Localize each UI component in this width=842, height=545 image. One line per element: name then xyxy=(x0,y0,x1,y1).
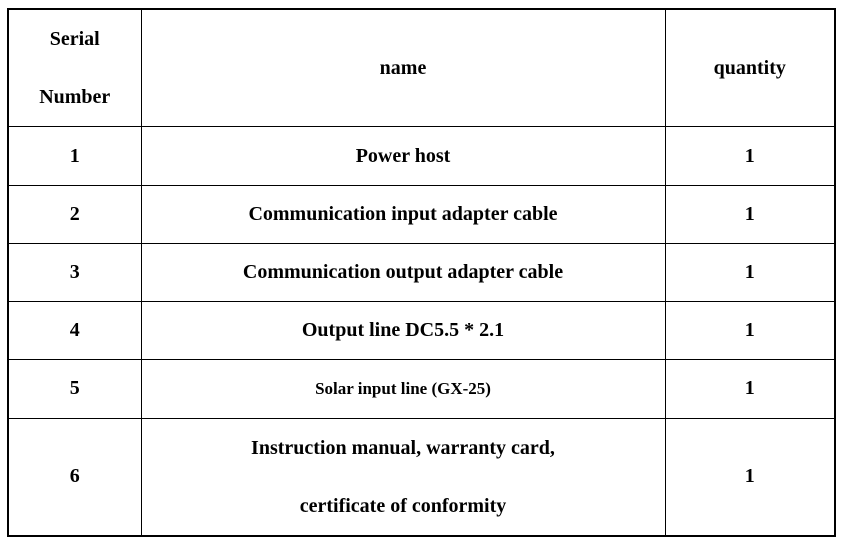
cell-quantity: 1 xyxy=(664,359,836,419)
cell-quantity: 1 xyxy=(664,126,836,186)
cell-name-line1: Instruction manual, warranty card, xyxy=(251,436,555,459)
cell-serial: 5 xyxy=(7,359,142,419)
cell-name: Output line DC5.5 * 2.1 xyxy=(140,301,666,361)
cell-serial: 1 xyxy=(7,126,142,186)
table-header-row: Serial Number name quantity xyxy=(7,8,836,128)
cell-name: Instruction manual, warranty card, certi… xyxy=(140,417,666,537)
cell-serial: 3 xyxy=(7,242,142,303)
packing-list-table: Serial Number name quantity 1 Power host… xyxy=(7,8,836,537)
table-row: 6 Instruction manual, warranty card, cer… xyxy=(7,417,836,537)
cell-quantity: 1 xyxy=(664,184,836,244)
cell-serial: 6 xyxy=(7,417,142,537)
table-row: 2 Communication input adapter cable 1 xyxy=(7,184,836,244)
cell-quantity: 1 xyxy=(664,417,836,537)
table-row: 3 Communication output adapter cable 1 xyxy=(7,242,836,303)
header-serial-line1: Serial xyxy=(49,28,100,51)
table-row: 4 Output line DC5.5 * 2.1 1 xyxy=(7,301,836,361)
cell-name: Power host xyxy=(140,126,666,186)
cell-quantity: 1 xyxy=(664,242,836,303)
cell-name-multiline: Instruction manual, warranty card, certi… xyxy=(146,419,661,535)
cell-name: Communication input adapter cable xyxy=(140,184,666,244)
table-row: 5 Solar input line (GX-25) 1 xyxy=(7,359,836,419)
table-row: 1 Power host 1 xyxy=(7,126,836,186)
header-cell-quantity: quantity xyxy=(664,8,836,128)
header-cell-name: name xyxy=(140,8,666,128)
cell-name-line2: certificate of conformity xyxy=(299,494,507,517)
cell-name: Communication output adapter cable xyxy=(140,242,666,303)
header-serial-line2: Number xyxy=(39,86,111,109)
cell-name: Solar input line (GX-25) xyxy=(140,359,666,419)
cell-serial: 4 xyxy=(7,301,142,361)
cell-quantity: 1 xyxy=(664,301,836,361)
header-cell-serial-number: Serial Number xyxy=(7,8,142,128)
cell-serial: 2 xyxy=(7,184,142,244)
header-serial-number-label: Serial Number xyxy=(13,10,137,126)
